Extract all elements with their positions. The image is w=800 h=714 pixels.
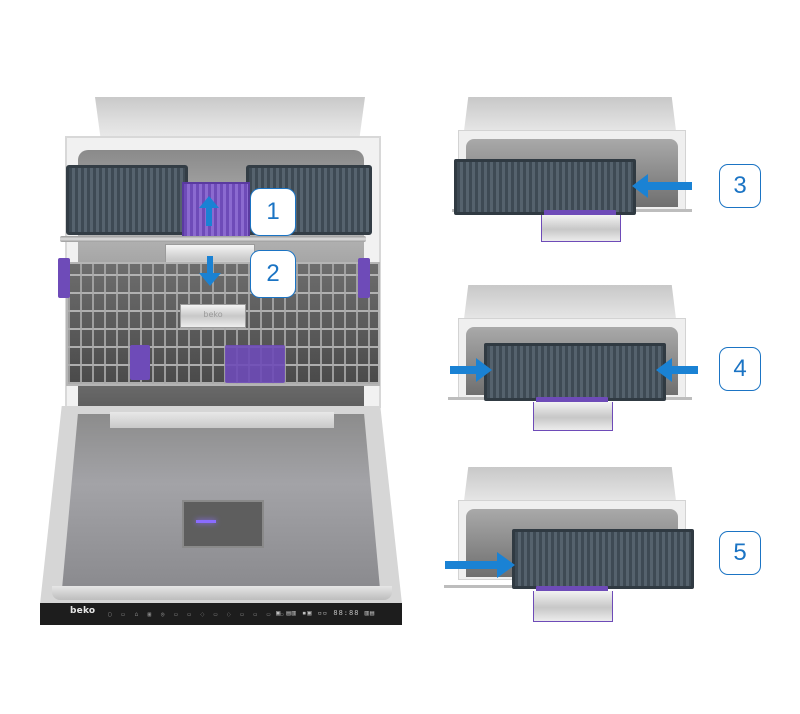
- tray-purple-strip: [536, 397, 608, 403]
- lower-rack-handle-brand: beko: [203, 310, 223, 319]
- panel-top: [464, 97, 676, 131]
- step-badge-4: 4: [719, 347, 761, 391]
- step-badge-3: 3: [719, 164, 761, 208]
- tray-handle: [533, 591, 613, 622]
- tray-handle: [533, 402, 613, 431]
- rack-purple-insert: [225, 345, 285, 383]
- control-panel-display: ▣ ▤▥ ▪▣ ▫▫ 88:88 ▥▤: [276, 609, 376, 617]
- step-5-illustration: [444, 467, 696, 622]
- door-upper-lip: [110, 412, 334, 428]
- tray-purple-strip: [544, 210, 616, 216]
- arrow-up-icon: [199, 196, 219, 226]
- upper-tray-rail: [60, 236, 366, 242]
- arrow-right-icon: [445, 552, 515, 578]
- arrow-right-inward-icon: [450, 358, 492, 382]
- arrow-left-icon: [632, 174, 692, 198]
- cutlery-tray: [512, 529, 694, 589]
- detergent-dispenser: [182, 500, 264, 548]
- panel-top: [464, 285, 676, 319]
- lower-rack-handle: beko: [180, 304, 246, 328]
- arrow-left-inward-icon: [656, 358, 698, 382]
- tray-handle: [541, 215, 621, 242]
- arrow-down-icon: [199, 256, 221, 286]
- step-3-illustration: [444, 97, 696, 242]
- control-panel: [40, 603, 402, 625]
- rack-purple-clip-left: [58, 258, 70, 298]
- step-badge-1: 1: [251, 189, 295, 235]
- dispenser-indicator-light: [196, 520, 216, 523]
- brand-logo: beko: [70, 606, 96, 616]
- rack-purple-clip-right: [358, 258, 370, 298]
- step-badge-5: 5: [719, 531, 761, 575]
- step-badge-2: 2: [251, 251, 295, 297]
- cutlery-basket: [130, 345, 150, 380]
- dishwasher-top-panel: [95, 97, 365, 137]
- cutlery-tray-middle-section: [182, 182, 250, 238]
- tray-purple-strip: [536, 586, 608, 592]
- control-panel-program-icons: ▢ ▭ ⌂ ▣ ◎ ▭ ▭ ◌ ▭ ◌ ▭ ▭ ▭ ▭: [108, 611, 287, 618]
- cutlery-tray-left-section: [66, 165, 188, 235]
- cutlery-tray: [454, 159, 636, 215]
- panel-top: [464, 467, 676, 501]
- cutlery-tray: [484, 343, 666, 401]
- step-4-illustration: [444, 285, 696, 431]
- door-bottom-trim: [52, 586, 392, 600]
